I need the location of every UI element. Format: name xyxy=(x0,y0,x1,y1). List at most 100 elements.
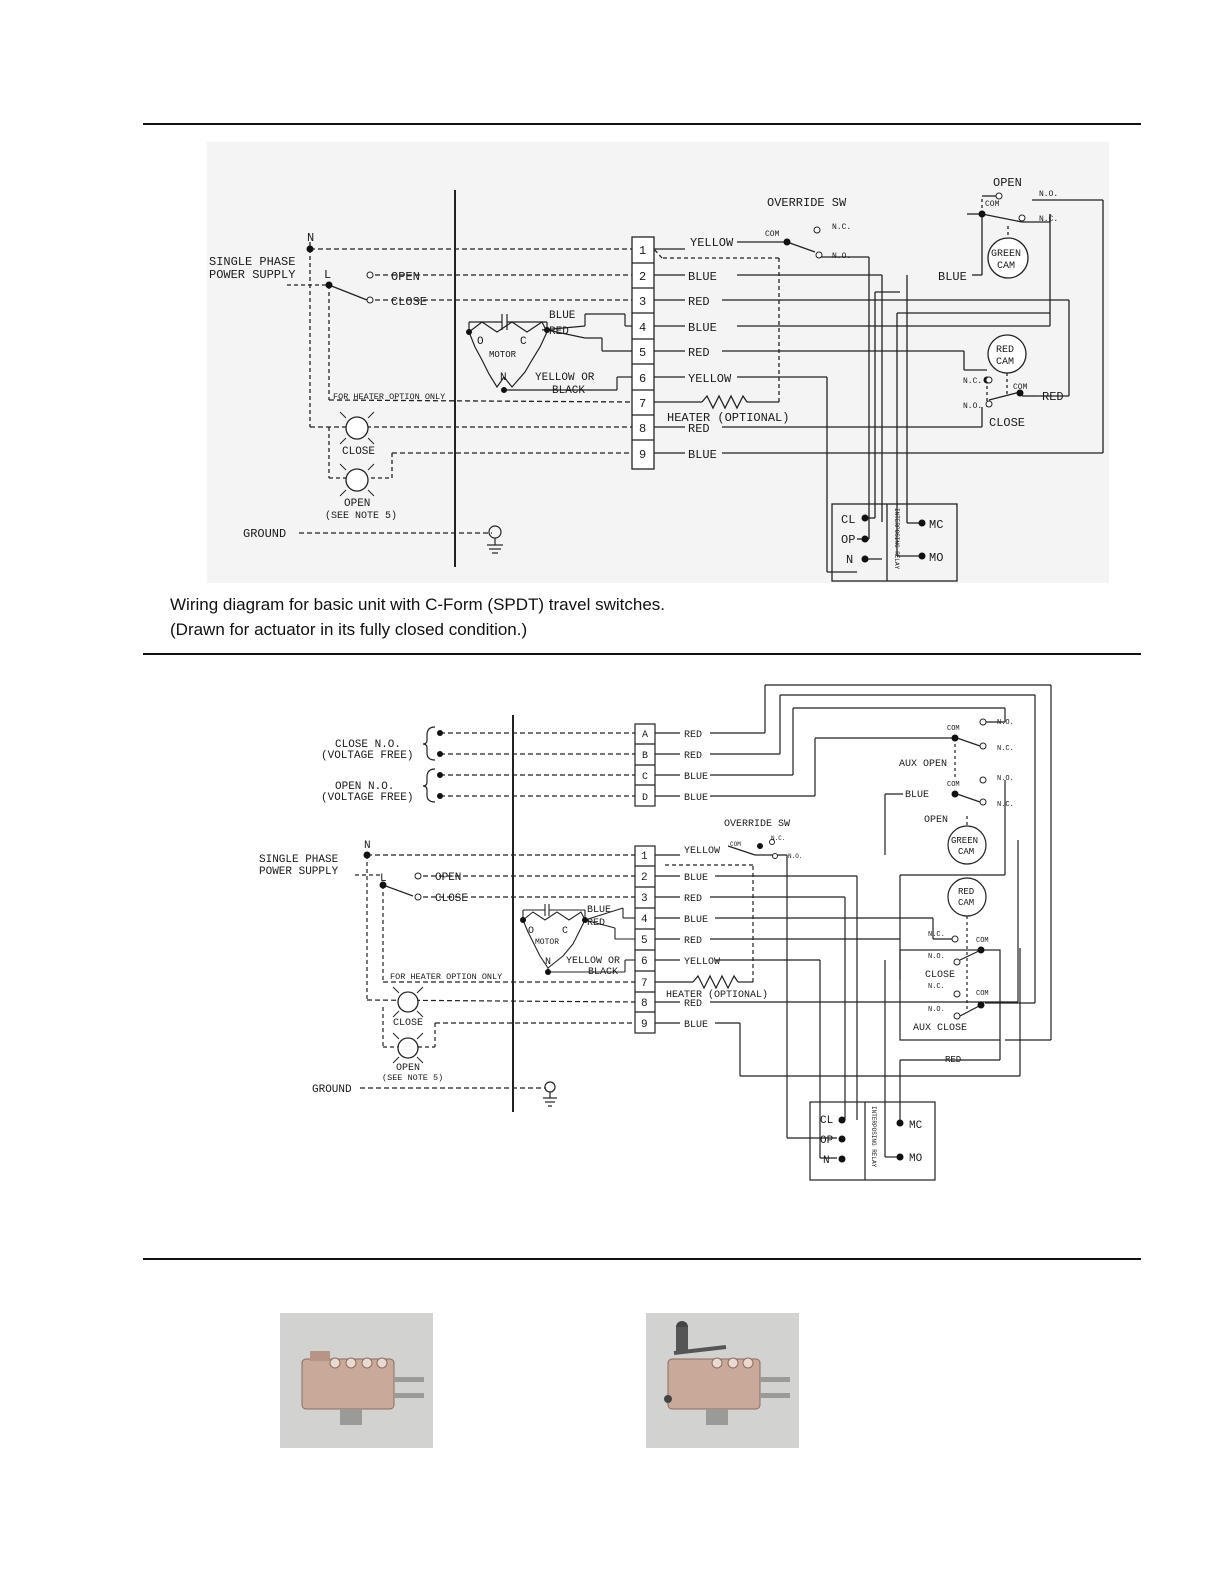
terminal2-4: 4 xyxy=(641,914,648,926)
terminal2-9: 9 xyxy=(641,1019,648,1031)
red-cam-2-line-2: CAM xyxy=(958,898,974,908)
supply-n-label: N xyxy=(307,231,314,245)
motor-label-2: MOTOR xyxy=(535,938,559,947)
aux-terminal-c: C xyxy=(642,772,648,783)
relay-title: INTERPOSING RELAY xyxy=(893,508,900,570)
relay2-op: OP xyxy=(820,1135,834,1147)
wire-4-label: BLUE xyxy=(688,321,717,335)
relay-op: OP xyxy=(841,533,855,547)
relay-mc: MC xyxy=(929,518,943,532)
wiring-diagram-aux: CLOSE N.O. (VOLTAGE FREE) OPEN N.O. (VOL… xyxy=(245,680,1065,1190)
terminal2-3: 3 xyxy=(641,893,648,905)
green-cam-line-1: GREEN xyxy=(991,249,1021,260)
aux-open-no: N.O. xyxy=(997,719,1014,727)
wire2-9-label: BLUE xyxy=(684,1020,708,1031)
wire2-3-label: RED xyxy=(684,894,702,905)
blue-label: BLUE xyxy=(938,270,967,284)
terminal-3: 3 xyxy=(639,295,646,309)
middle-rule xyxy=(143,653,1141,655)
open-sw-nc: N.C. xyxy=(1039,215,1058,224)
aux-open-nc: N.C. xyxy=(997,745,1014,753)
relay2-mo: MO xyxy=(909,1153,923,1165)
lamp-close-label: CLOSE xyxy=(342,446,375,458)
terminal-4: 4 xyxy=(639,321,646,335)
wire2-7-label: HEATER (OPTIONAL) xyxy=(666,989,768,1001)
wire-9-label: BLUE xyxy=(688,448,717,462)
aux-wire-b: RED xyxy=(684,751,702,762)
wire-7-label: HEATER (OPTIONAL) xyxy=(667,411,789,425)
terminal-5: 5 xyxy=(639,346,646,360)
supply-title-1: SINGLE PHASE xyxy=(209,255,295,269)
lamp-close-label-2: CLOSE xyxy=(393,1018,423,1029)
top-rule xyxy=(143,123,1141,125)
motor-blue-label: BLUE xyxy=(549,310,576,322)
relay-cl: CL xyxy=(841,513,855,527)
aux-close-no: N.O. xyxy=(928,1006,945,1014)
heater-note: FOR HEATER OPTION ONLY xyxy=(333,392,445,402)
override-nc-2: N.C. xyxy=(771,835,785,842)
supply-close-label-2: CLOSE xyxy=(435,893,468,905)
blue-label-2: BLUE xyxy=(905,790,929,801)
close-sw-com: COM xyxy=(1013,383,1028,392)
override-nc: N.C. xyxy=(832,223,851,232)
supply-open-label: OPEN xyxy=(391,270,420,284)
red-label: RED xyxy=(1042,390,1064,404)
red-cam-line-1: RED xyxy=(996,345,1014,356)
terminal2-1: 1 xyxy=(641,851,648,863)
override-com: COM xyxy=(765,230,780,239)
override-no-2: N.O. xyxy=(788,853,802,860)
wire2-4-label: BLUE xyxy=(684,915,708,926)
motor-yob-2-2: BLACK xyxy=(588,967,618,978)
terminal-1: 1 xyxy=(639,244,646,258)
close-no-label: CLOSE N.O. xyxy=(335,739,401,751)
motor-n-label: N xyxy=(500,372,507,384)
terminal-7: 7 xyxy=(639,397,646,411)
terminal2-8: 8 xyxy=(641,998,648,1010)
wire2-1-label: YELLOW xyxy=(684,846,720,857)
wire-2-label: BLUE xyxy=(688,270,717,284)
ground-label: GROUND xyxy=(243,527,286,541)
open-sw-no: N.O. xyxy=(1039,190,1058,199)
lamp-note: (SEE NOTE 5) xyxy=(325,510,397,522)
aux-wire-d: BLUE xyxy=(684,793,708,804)
relay2-n: N xyxy=(823,1155,830,1167)
wiring-diagram-basic: N SINGLE PHASE POWER SUPPLY L OPEN CLOSE… xyxy=(207,142,1109,583)
motor-blue-label-2: BLUE xyxy=(587,905,611,916)
wire-8-label: RED xyxy=(688,422,710,436)
supply-close-label: CLOSE xyxy=(391,295,427,309)
wire-5-label: RED xyxy=(688,346,710,360)
relay-mo: MO xyxy=(929,551,943,565)
green-cam-2-line-2: CAM xyxy=(958,847,974,857)
wire2-2-label: BLUE xyxy=(684,873,708,884)
close-sw-title: CLOSE xyxy=(989,416,1025,430)
motor-label: MOTOR xyxy=(489,350,517,360)
open-sw-no-2: N.O. xyxy=(997,775,1014,783)
red-label-2: RED xyxy=(945,1055,961,1065)
override-no: N.O. xyxy=(832,252,851,261)
open-no-label: OPEN N.O. xyxy=(335,781,394,793)
terminal-9: 9 xyxy=(639,448,646,462)
aux-wire-a: RED xyxy=(684,730,702,741)
override-title: OVERRIDE SW xyxy=(767,196,847,210)
lamp-open-label: OPEN xyxy=(344,498,370,510)
aux-open-com: COM xyxy=(947,725,960,733)
red-cam-line-2: CAM xyxy=(996,357,1014,368)
motor-red-label-2: RED xyxy=(587,918,605,929)
lamp-open-label-2: OPEN xyxy=(396,1063,420,1074)
terminal-2: 2 xyxy=(639,270,646,284)
relay2-mc: MC xyxy=(909,1120,923,1132)
microswitch-photo-roller xyxy=(646,1313,799,1448)
terminal2-5: 5 xyxy=(641,935,648,947)
aux-open-title: AUX OPEN xyxy=(899,759,947,770)
heater-note-2: FOR HEATER OPTION ONLY xyxy=(390,972,502,982)
aux-close-com: COM xyxy=(976,990,989,998)
microswitch-photo-plain xyxy=(280,1313,433,1448)
supply-l-label-2: L xyxy=(380,873,387,885)
wire-6-label: YELLOW xyxy=(688,372,732,386)
motor-o-label: O xyxy=(477,336,484,348)
supply-title-1-2: SINGLE PHASE xyxy=(259,854,339,866)
close-sw-title-2: CLOSE xyxy=(925,970,955,981)
aux-close-nc: N.C. xyxy=(928,983,945,991)
lamp-note-2: (SEE NOTE 5) xyxy=(382,1073,443,1083)
close-sw-nc-2: N.C. xyxy=(928,931,945,939)
